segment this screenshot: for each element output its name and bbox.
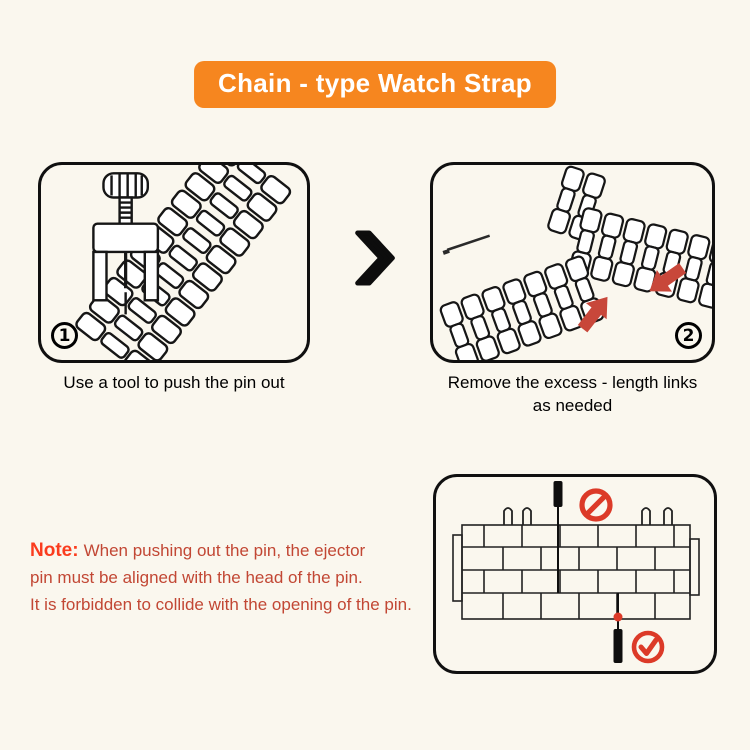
- tool-right-leg: [143, 250, 160, 302]
- step2-number: 2: [682, 325, 695, 346]
- note-line1-text: When pushing out the pin, the ejector: [83, 541, 366, 560]
- step2-caption: Remove the excess - length links as need…: [430, 372, 715, 418]
- page-title: Chain - type Watch Strap: [218, 68, 532, 98]
- fork-pins: [503, 507, 673, 525]
- step1-number: 1: [58, 325, 71, 346]
- loose-pin: [442, 234, 491, 255]
- top-ejector-pin: [553, 481, 563, 593]
- next-step-chevron-icon: [355, 230, 395, 286]
- links-separation-illustration: [438, 165, 712, 360]
- pin-pusher-tool-illustration: [73, 165, 294, 360]
- tool-body-block: [92, 222, 160, 254]
- no-collision-icon: [579, 488, 613, 522]
- alignment-point-dot: [613, 612, 623, 622]
- link-remover-tool: [92, 172, 160, 315]
- title-banner: Chain - type Watch Strap: [194, 61, 556, 108]
- note-line3: It is forbidden to collide with the open…: [30, 594, 412, 614]
- lower-band-segment: [438, 254, 606, 360]
- step2-caption-line2: as needed: [532, 395, 613, 415]
- band-cross-section: [452, 524, 700, 620]
- step2-number-badge: 2: [675, 322, 702, 349]
- step1-panel: 1: [38, 162, 310, 363]
- note-line2: pin must be aligned with the head of the…: [30, 568, 363, 588]
- step1-caption: Use a tool to push the pin out: [63, 373, 285, 392]
- pin-alignment-illustration: [452, 481, 700, 664]
- note-text: Note:When pushing out the pin, the eject…: [30, 536, 475, 618]
- step2-caption-line1: Remove the excess - length links: [447, 373, 698, 392]
- note-label: Note:: [30, 540, 79, 561]
- correct-alignment-icon: [631, 630, 665, 664]
- tool-left-leg: [92, 250, 108, 302]
- step1-number-badge: 1: [51, 322, 78, 349]
- bottom-ejector-pin: [613, 593, 623, 663]
- step2-panel: 2: [430, 162, 715, 363]
- note-line1: Note:When pushing out the pin, the eject…: [30, 536, 475, 565]
- alignment-detail-panel: [433, 474, 717, 674]
